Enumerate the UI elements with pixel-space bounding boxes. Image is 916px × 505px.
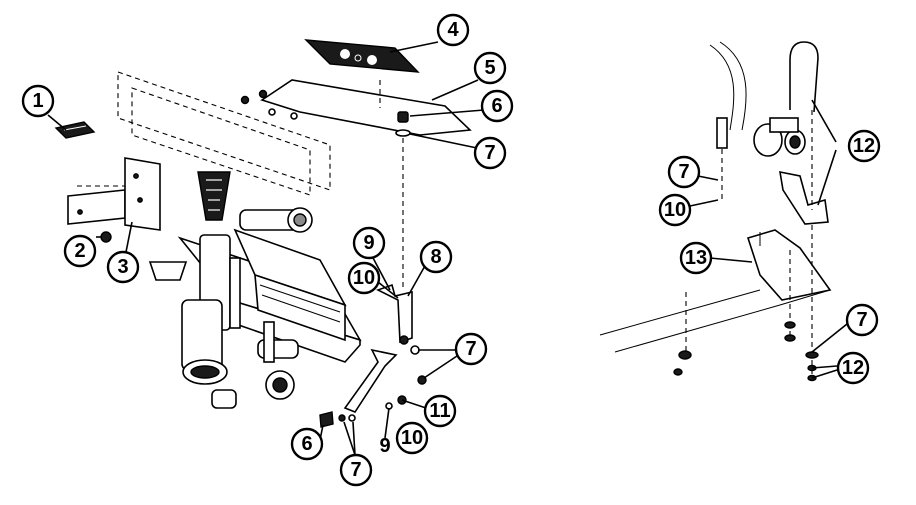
top-decal [304, 39, 420, 73]
svg-text:3: 3 [117, 256, 128, 278]
callout-7-right-top: 7 [667, 155, 701, 189]
callout-10-lower: 10 [395, 421, 429, 455]
svg-text:7: 7 [465, 338, 476, 360]
callout-10-upper: 10 [347, 261, 381, 295]
svg-text:7: 7 [350, 459, 361, 481]
callout-8: 8 [419, 240, 453, 274]
screw [100, 231, 112, 243]
callout-4: 4 [436, 13, 470, 47]
svg-text:1: 1 [32, 90, 43, 112]
callout-2: 2 [63, 234, 97, 268]
svg-text:9: 9 [379, 435, 390, 457]
svg-text:9: 9 [363, 232, 374, 254]
callout-9-upper: 9 [352, 226, 386, 260]
svg-text:6: 6 [491, 95, 502, 117]
callout-7-right-bottom: 7 [845, 303, 879, 337]
callout-12-bottom: 12 [836, 351, 870, 385]
svg-text:7: 7 [678, 161, 689, 183]
hose-mount-assembly [599, 41, 832, 382]
callout-7-bottom: 7 [339, 453, 373, 487]
svg-text:7: 7 [484, 142, 495, 164]
callout-7-top: 7 [473, 136, 507, 170]
leader-lines [47, 41, 848, 456]
callout-7-mid: 7 [454, 332, 488, 366]
callout-9-lower: 9 [379, 435, 390, 457]
callout-3: 3 [106, 250, 140, 284]
bracket-lower [319, 348, 427, 428]
pump-assembly [117, 71, 362, 409]
svg-text:5: 5 [484, 57, 495, 79]
decal-label [54, 121, 96, 139]
svg-text:12: 12 [853, 135, 875, 157]
svg-text:8: 8 [430, 246, 441, 268]
svg-text:10: 10 [664, 199, 686, 221]
cover-plate [240, 79, 472, 136]
callout-11: 11 [423, 394, 457, 428]
svg-text:10: 10 [353, 267, 375, 289]
svg-text:11: 11 [429, 400, 450, 422]
svg-text:12: 12 [842, 357, 864, 379]
bolt [397, 111, 409, 123]
mounting-plate [67, 157, 161, 231]
callout-5: 5 [473, 51, 507, 85]
bracket-upper [375, 283, 420, 355]
svg-text:7: 7 [856, 309, 867, 331]
svg-text:2: 2 [74, 240, 85, 262]
callout-13: 13 [679, 241, 713, 275]
svg-text:4: 4 [447, 19, 459, 41]
svg-text:10: 10 [401, 427, 423, 449]
svg-text:13: 13 [685, 247, 707, 269]
callout-6-top: 6 [480, 89, 514, 123]
svg-text:6: 6 [301, 433, 312, 455]
callout-10-right: 10 [658, 193, 692, 227]
callout-1: 1 [21, 84, 55, 118]
callout-6-lower: 6 [290, 427, 324, 461]
callout-12-top: 12 [847, 129, 881, 163]
